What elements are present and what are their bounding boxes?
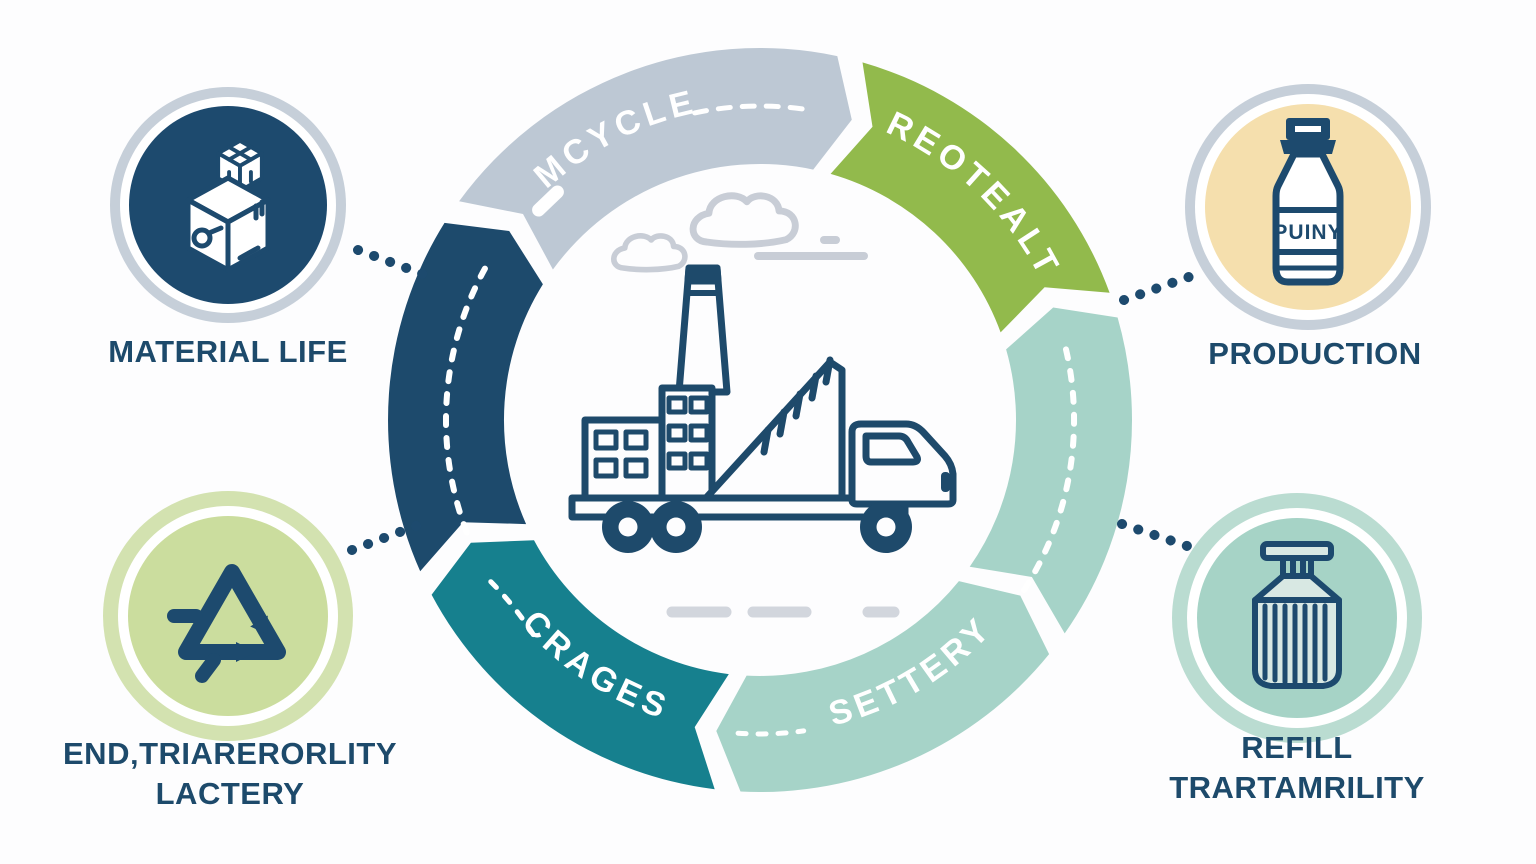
ring-segment-mcycle <box>459 47 852 270</box>
ring-segment-reotealt <box>830 62 1110 333</box>
node-refill: REFILL TRARTAMRILITY <box>1169 493 1425 805</box>
crages-dash-trail <box>488 579 541 645</box>
cloud-icon <box>611 233 688 273</box>
connector-refill <box>1117 519 1201 554</box>
ring-segment-navy <box>388 222 543 572</box>
mcycle-dash-arrow <box>692 103 812 116</box>
connector-production <box>1119 268 1205 305</box>
dotted-connectors <box>347 245 1205 555</box>
settery-dash-trail <box>735 728 807 737</box>
node-end-of-life: END‚TRIARERORLITY LACTERY <box>63 491 397 811</box>
connector-material-life <box>353 245 433 281</box>
node-label-end-line2: LACTERY <box>156 776 305 811</box>
node-label-refill-line2: TRARTAMRILITY <box>1169 770 1425 805</box>
node-label-production: PRODUCTION <box>1208 336 1421 371</box>
node-circle <box>128 516 328 716</box>
recycle-icon <box>167 564 286 683</box>
ring-segment-settery <box>716 581 1050 793</box>
bottle-label-text: PUINY <box>1273 221 1342 244</box>
factory-chimney-cap <box>684 264 722 285</box>
truck-cab-window <box>862 432 921 466</box>
factory-windows <box>593 395 710 479</box>
node-material-life: MATERIAL LIFE <box>108 87 348 369</box>
ring-segment-crages <box>431 540 729 790</box>
connector-end-of-life <box>347 518 429 555</box>
node-production: PUINY PRODUCTION <box>1185 84 1431 371</box>
factory-chimney <box>675 264 731 396</box>
node-label-end-line1: END‚TRIARERORLITY <box>63 736 397 771</box>
ring-segment-right <box>969 307 1132 634</box>
cloud-icon <box>689 192 799 248</box>
factory <box>581 264 846 502</box>
node-label-material-life: MATERIAL LIFE <box>108 334 348 369</box>
lifecycle-ring <box>388 47 1132 793</box>
clouds <box>611 192 868 273</box>
container-icon <box>1252 541 1342 689</box>
node-label-refill-line1: REFILL <box>1241 730 1353 765</box>
center-illustration-factory-truck <box>568 192 957 618</box>
navy-segment-dashed-line <box>442 260 492 536</box>
truck-door-handle <box>941 472 950 492</box>
package-boxes-icon <box>185 138 271 273</box>
bottle-icon: PUINY <box>1272 118 1344 286</box>
mcycle-lead-dash <box>532 185 564 217</box>
truck <box>568 420 957 553</box>
truck-wheels <box>602 501 912 553</box>
slanted-wall-hatches <box>760 356 834 456</box>
right-segment-dashed-line <box>1020 346 1078 594</box>
ring-dash-decorations <box>442 103 1078 737</box>
